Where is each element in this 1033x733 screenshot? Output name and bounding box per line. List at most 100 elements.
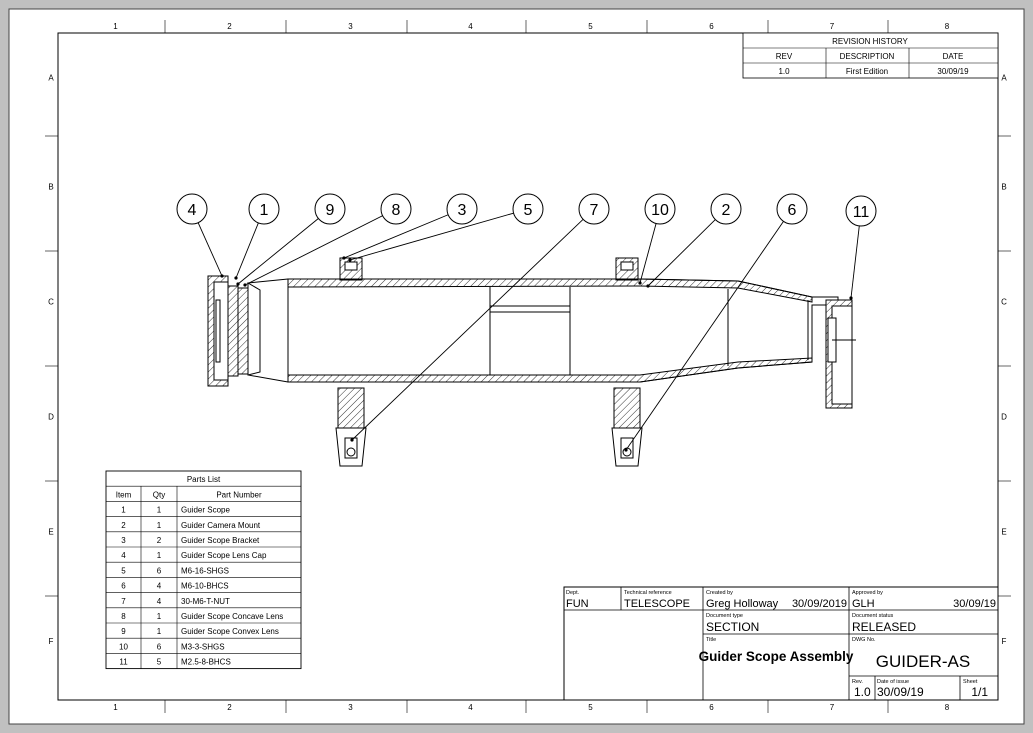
- part-number-cell: Guider Scope: [181, 506, 230, 515]
- zone-col-bottom-label: 1: [113, 703, 118, 712]
- approved-date: 30/09/19: [953, 598, 996, 610]
- part-number-cell: M3-3-SHGS: [181, 642, 225, 651]
- zone-col-bottom-label: 4: [468, 703, 473, 712]
- item-cell: 5: [121, 566, 126, 575]
- techref-label: Technical reference: [624, 590, 672, 596]
- balloon-circle: [776, 193, 808, 225]
- balloon-1: 1: [260, 202, 269, 219]
- qty-cell: 6: [157, 566, 162, 575]
- date-cell: 30/09/19: [937, 67, 969, 76]
- balloon-circle: [446, 193, 478, 225]
- item-cell: 7: [121, 597, 126, 606]
- balloon-circle: [248, 193, 280, 225]
- leader-arrow: [624, 448, 628, 452]
- zone-col-top-label: 2: [227, 22, 232, 31]
- zone-col-bottom-label: 8: [945, 703, 950, 712]
- leader-line: [244, 215, 383, 286]
- zone-row-left-label: B: [48, 183, 53, 192]
- rev-col-header: REV: [776, 52, 793, 61]
- qty-cell: 6: [157, 642, 162, 651]
- leader-line: [237, 218, 319, 285]
- balloon-11: 11: [853, 204, 870, 221]
- doctype-label: Document type: [706, 613, 743, 619]
- qty-cell: 5: [157, 658, 162, 667]
- balloon-5: 5: [524, 202, 533, 219]
- leader-line: [349, 212, 514, 261]
- leader-arrow: [350, 438, 354, 442]
- balloon-8: 8: [392, 202, 401, 219]
- part-number-cell: Guider Scope Bracket: [181, 536, 260, 545]
- parts-list-header: Part Number: [216, 490, 262, 499]
- zone-col-top-label: 3: [348, 22, 353, 31]
- item-cell: 2: [121, 521, 126, 530]
- item-cell: 10: [119, 642, 128, 651]
- doctype-value: SECTION: [706, 620, 759, 634]
- status-label: Document status: [852, 613, 894, 619]
- balloon-circle: [710, 193, 742, 225]
- zone-row-left-label: A: [48, 74, 54, 83]
- leader-line: [197, 222, 223, 277]
- drawing-title: Guider Scope Assembly: [699, 649, 854, 664]
- leader-arrow: [348, 258, 352, 262]
- qty-cell: 1: [157, 612, 162, 621]
- parts-list-title: Parts List: [187, 475, 221, 484]
- balloon-circle: [512, 193, 544, 225]
- sheet-label: Sheet: [963, 679, 978, 685]
- leader-arrow: [236, 282, 240, 286]
- leader-line: [625, 221, 784, 451]
- balloon-circle: [314, 193, 346, 225]
- rev-cell: 1.0: [778, 67, 790, 76]
- issue-date: 30/09/19: [877, 685, 924, 699]
- part-number-cell: Guider Camera Mount: [181, 521, 261, 530]
- balloon-2: 2: [722, 202, 731, 219]
- title-block: Dept. FUN Technical reference TELESCOPE …: [563, 586, 999, 701]
- zone-row-right-label: F: [1002, 637, 1007, 646]
- zone-row-left-label: F: [49, 637, 54, 646]
- techref-value: TELESCOPE: [624, 598, 690, 610]
- item-cell: 3: [121, 536, 126, 545]
- leader-line: [639, 223, 657, 284]
- title-label: Title: [706, 637, 716, 643]
- qty-cell: 4: [157, 582, 162, 591]
- zone-col-top-label: 5: [588, 22, 593, 31]
- part-number-cell: Guider Scope Lens Cap: [181, 551, 267, 560]
- qty-cell: 1: [157, 627, 162, 636]
- balloon-circle: [845, 195, 877, 227]
- description-cell: First Edition: [846, 67, 888, 76]
- balloon-3: 3: [458, 202, 467, 219]
- leader-line: [850, 225, 860, 299]
- leader-arrow: [342, 256, 346, 260]
- qty-cell: 1: [157, 551, 162, 560]
- drawing-frame: [57, 32, 999, 701]
- description-col-header: DESCRIPTION: [840, 52, 895, 61]
- item-cell: 6: [121, 582, 126, 591]
- leader-arrow: [220, 274, 224, 278]
- zone-row-right-label: B: [1001, 183, 1006, 192]
- leader-line: [235, 222, 259, 279]
- part-number-cell: Guider Scope Convex Lens: [181, 627, 279, 636]
- dwg-label: DWG No.: [852, 637, 876, 643]
- created-date: 30/09/2019: [792, 598, 847, 610]
- approved-by: GLH: [852, 598, 875, 610]
- leader-line: [647, 219, 716, 287]
- zone-ticks: [45, 20, 1011, 713]
- dept-label: Dept.: [566, 590, 580, 596]
- item-cell: 11: [119, 658, 128, 667]
- part-number-cell: M2.5-8-BHCS: [181, 658, 231, 667]
- item-cell: 4: [121, 551, 126, 560]
- zone-row-left-label: D: [48, 413, 54, 422]
- item-cell: 1: [121, 506, 126, 515]
- approved-label: Approved by: [852, 590, 883, 596]
- leader-line: [343, 214, 449, 259]
- qty-cell: 4: [157, 597, 162, 606]
- balloon-4: 4: [188, 202, 197, 219]
- part-number-cell: M6-16-SHGS: [181, 566, 229, 575]
- date-col-header: DATE: [943, 52, 964, 61]
- part-number-cell: 30-M6-T-NUT: [181, 597, 230, 606]
- zone-row-right-label: D: [1001, 413, 1007, 422]
- issue-label: Date of issue: [877, 679, 909, 685]
- rev-label: Rev.: [852, 679, 863, 685]
